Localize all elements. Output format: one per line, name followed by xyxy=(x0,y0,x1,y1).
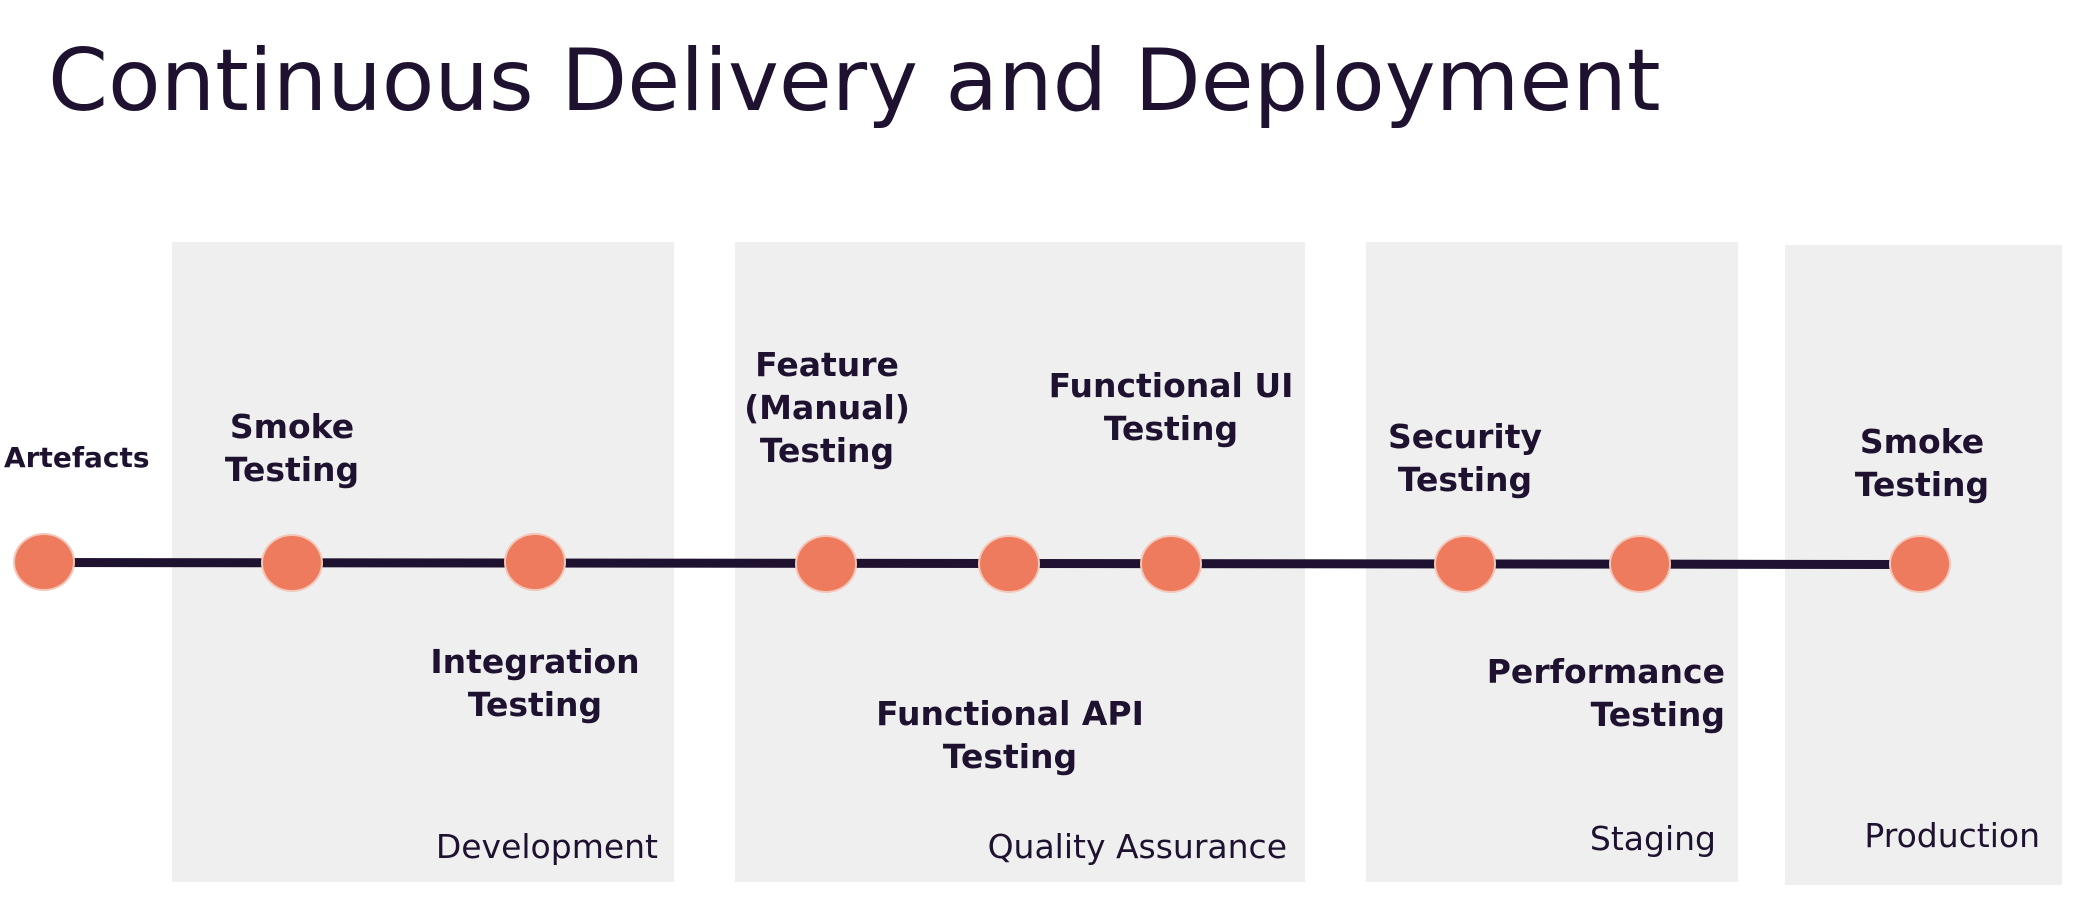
node-integration-testing xyxy=(506,535,564,589)
stage-label-staging: Staging xyxy=(1589,819,1716,858)
node-artefacts xyxy=(15,535,73,589)
node-functional-api-testing xyxy=(980,537,1038,591)
node-feature-manual-testing xyxy=(797,537,855,591)
step-label-artefacts: Artefacts xyxy=(4,441,150,474)
step-label-functional-ui-testing: Functional UI Testing xyxy=(1048,366,1294,448)
stage-label-production: Production xyxy=(1864,816,2040,855)
stage-label-development: Development xyxy=(435,827,658,866)
step-label-smoke-testing-dev: Smoke Testing xyxy=(224,407,360,489)
node-functional-ui-testing xyxy=(1142,537,1200,591)
node-security-testing xyxy=(1436,537,1494,591)
step-label-smoke-testing-prod: Smoke Testing xyxy=(1854,422,1990,504)
node-performance-testing xyxy=(1611,537,1669,591)
step-label-performance-testing: Performance Testing xyxy=(1486,652,1725,734)
stage-label-quality-assurance: Quality Assurance xyxy=(987,827,1287,866)
node-smoke-testing-dev xyxy=(263,536,321,590)
node-smoke-testing-prod xyxy=(1891,537,1949,591)
step-label-functional-api-testing: Functional API Testing xyxy=(876,694,1144,776)
step-label-feature-manual-testing: Feature (Manual) Testing xyxy=(744,345,910,470)
page-title: Continuous Delivery and Deployment xyxy=(48,31,1661,131)
step-label-integration-testing: Integration Testing xyxy=(430,642,640,724)
step-label-security-testing: Security Testing xyxy=(1387,417,1543,499)
